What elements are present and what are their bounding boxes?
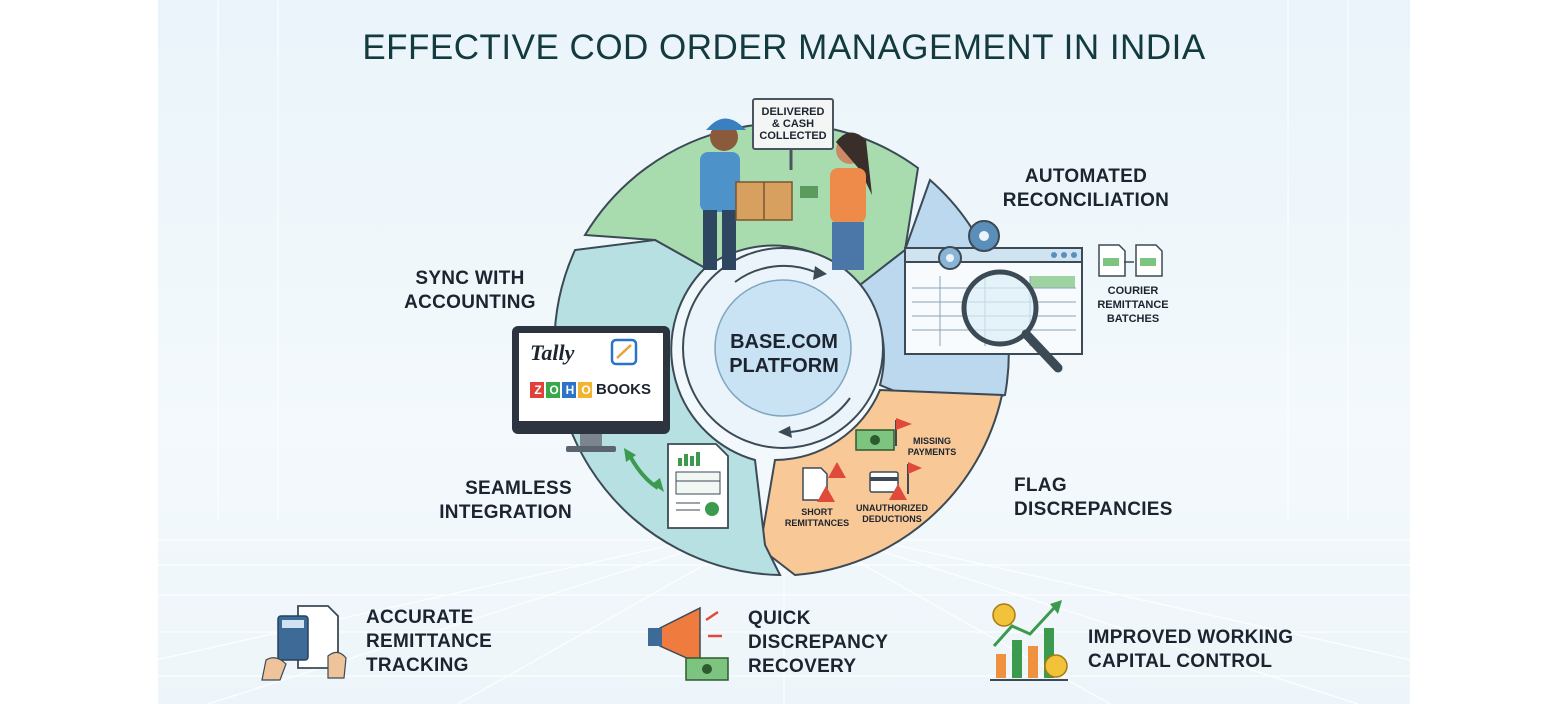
- red-flag-icon: [896, 418, 912, 430]
- books-label: BOOKS: [596, 381, 652, 398]
- benefit-line: TRACKING: [366, 655, 469, 676]
- label-line: RECONCILIATION: [1002, 190, 1170, 211]
- zoho-letter: H: [565, 383, 575, 397]
- background-grid: [158, 0, 1410, 704]
- warning-icon: [889, 484, 907, 500]
- courier-files-icon: [1098, 244, 1163, 277]
- calculator-document-icon: [261, 605, 347, 681]
- cycle-arrow-top: [734, 264, 816, 283]
- label-line: DEDUCTIONS: [862, 514, 922, 524]
- red-flag-icon: [908, 462, 922, 474]
- short-remittance-icon: [802, 462, 846, 502]
- zoho-letter: Z: [534, 383, 542, 397]
- label-unauthorized-deductions: UNAUTHORIZED DEDUCTIONS: [850, 503, 934, 525]
- label-sync-accounting: SYNC WITH ACCOUNTING: [396, 267, 544, 315]
- platform-line1: BASE.COM: [730, 331, 838, 353]
- benefit-line: ACCURATE: [366, 607, 474, 628]
- center-platform-label: BASE.COM PLATFORM: [714, 330, 854, 378]
- tally-logo: Tally: [530, 340, 575, 365]
- page-title: EFFECTIVE COD ORDER MANAGEMENT IN INDIA: [362, 28, 1206, 67]
- background-panel: [158, 0, 1410, 704]
- cash-bundle-icon: [855, 418, 912, 451]
- label-line: FLAG: [1014, 475, 1067, 496]
- label-line: ACCOUNTING: [404, 292, 536, 313]
- zoho-books-logo-icon: [530, 338, 638, 398]
- benefit-quick-recovery: QUICK DISCREPANCY RECOVERY: [748, 607, 888, 679]
- coin-icon: [1044, 654, 1068, 678]
- benefit-accurate-tracking: ACCURATE REMITTANCE TRACKING: [366, 606, 492, 678]
- label-line: UNAUTHORIZED: [856, 503, 928, 513]
- label-courier-batches: COURIER REMITTANCE BATCHES: [1090, 284, 1176, 326]
- benefit-line: IMPROVED WORKING: [1088, 627, 1294, 648]
- label-line: SHORT: [801, 507, 833, 517]
- delivery-person-icon: [700, 118, 746, 270]
- benefit-line: REMITTANCE: [366, 631, 493, 652]
- label-line: SYNC WITH: [415, 268, 525, 289]
- customer-person-icon: [800, 132, 872, 270]
- coin-icon: [992, 603, 1016, 627]
- sync-arrows-icon: [624, 448, 664, 492]
- sign-line: DELIVERED: [761, 106, 825, 118]
- gear-icon: [938, 220, 1000, 270]
- label-line: SEAMLESS: [465, 478, 572, 499]
- benefit-line: QUICK: [748, 608, 811, 629]
- arrow-head-icon: [813, 266, 827, 280]
- label-line: DISCREPANCIES: [1014, 499, 1173, 520]
- magnifier-icon: [961, 269, 1063, 373]
- label-seamless-integration: SEAMLESS INTEGRATION: [420, 477, 572, 525]
- sign-line: COLLECTED: [759, 130, 827, 142]
- arrow-head-icon: [778, 426, 792, 438]
- label-line: REMITTANCE: [1097, 299, 1169, 311]
- zoho-letter: O: [581, 383, 591, 397]
- growth-chart-icon: [990, 600, 1068, 681]
- label-automated-reconciliation: AUTOMATED RECONCILIATION: [988, 165, 1184, 213]
- report-document-icon: [667, 443, 729, 529]
- label-flag-discrepancies: FLAG DISCREPANCIES: [1014, 474, 1173, 522]
- label-line: BATCHES: [1106, 313, 1160, 325]
- warning-icon: [817, 486, 835, 502]
- label-missing-payments: MISSING PAYMENTS: [900, 436, 964, 458]
- zoho-letter: O: [549, 383, 559, 397]
- label-line: AUTOMATED: [1024, 166, 1148, 187]
- cycle-arrow-bottom: [789, 397, 851, 433]
- label-line: PAYMENTS: [907, 447, 957, 457]
- package-box-icon: [735, 181, 793, 221]
- label-line: COURIER: [1107, 285, 1159, 297]
- label-line: INTEGRATION: [439, 502, 572, 523]
- benefit-line: DISCREPANCY: [748, 632, 889, 653]
- right-margin: [1410, 0, 1568, 704]
- label-short-remittances: SHORT REMITTANCES: [778, 507, 856, 529]
- label-line: MISSING: [912, 436, 951, 446]
- sign-line: & CASH: [771, 118, 815, 130]
- benefit-line: RECOVERY: [748, 656, 857, 677]
- center-core: [714, 279, 852, 417]
- megaphone-icon: [648, 606, 729, 681]
- zoho-logo: Z O H O: [530, 382, 594, 398]
- delivered-sign: DELIVERED & CASH COLLECTED: [752, 98, 834, 150]
- benefit-working-capital: IMPROVED WORKING CAPITAL CONTROL: [1088, 626, 1293, 674]
- label-line: REMITTANCES: [784, 518, 850, 528]
- credit-card-icon: [869, 462, 922, 500]
- warning-icon: [828, 462, 846, 478]
- left-margin: [0, 0, 158, 704]
- benefit-line: CAPITAL CONTROL: [1088, 651, 1273, 672]
- platform-line2: PLATFORM: [729, 355, 839, 377]
